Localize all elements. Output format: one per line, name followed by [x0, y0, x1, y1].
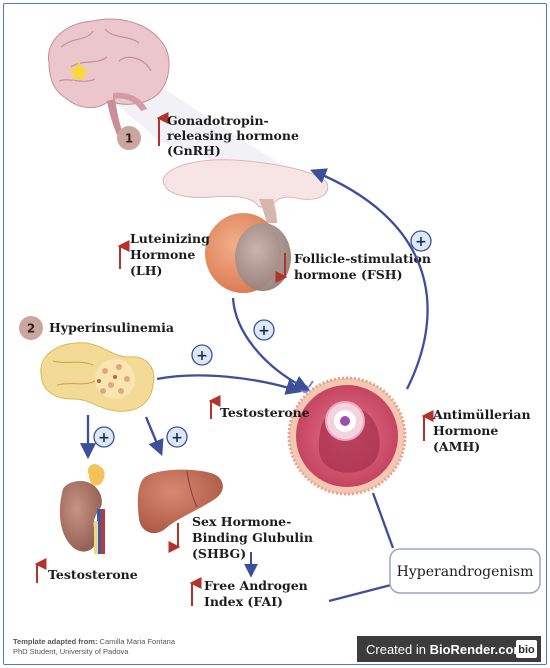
hyperandrogenism-label: Hyperandrogenism — [397, 564, 534, 580]
testosterone-adrenal-label: Testosterone — [48, 567, 138, 582]
pituitary-illustration — [162, 159, 329, 293]
svg-text:+: + — [258, 323, 270, 339]
fsh-label-line1: Follicle-stimulation — [294, 251, 431, 266]
amh-label-line3: (AMH) — [433, 439, 480, 454]
badge-step-2: 2 — [19, 316, 43, 340]
biorender-banner[interactable]: Created in BioRender.com bio — [357, 636, 541, 662]
amh-label-line1: Antimüllerian — [432, 407, 531, 422]
lh-label-line2: Hormone — [130, 247, 195, 262]
fai-label-line1: Free Androgen — [204, 578, 308, 593]
template-credit: Template adapted from: Camilla Maria Fon… — [13, 637, 176, 646]
amh-to-hypothalamus-arrow — [310, 168, 429, 390]
svg-text:+: + — [98, 430, 110, 446]
pituitary-to-ovary-arrow — [231, 297, 310, 391]
plus-icon: + — [191, 344, 213, 366]
liver-illustration — [137, 469, 223, 534]
biorender-logo-icon — [516, 640, 537, 658]
badge-2-label: 2 — [27, 322, 35, 336]
lh-label-line1: Luteinizing — [130, 231, 210, 246]
svg-text:+: + — [415, 234, 427, 250]
biorender-banner-text: Created in BioRender.com — [366, 642, 525, 657]
plus-icon: + — [166, 426, 188, 448]
pancreas-to-liver-arrow — [144, 416, 164, 456]
pancreas-illustration — [40, 342, 155, 412]
plus-icon: + — [93, 426, 115, 448]
plus-icon: + — [253, 319, 275, 341]
pcos-diagram: 1 Gonadotropin- releasing hormone (GnRH)… — [13, 18, 541, 662]
pancreas-to-ovary-arrow — [156, 374, 303, 395]
hyperandrogenism-box: Hyperandrogenism — [389, 548, 541, 594]
gnrh-label-line2: releasing hormone — [167, 128, 299, 143]
badge-step-1: 1 — [117, 126, 141, 150]
gnrh-label-line1: Gonadotropin- — [167, 113, 269, 128]
diagram-frame: 1 Gonadotropin- releasing hormone (GnRH)… — [3, 3, 547, 665]
shbg-label-line1: Sex Hormone- — [192, 514, 291, 529]
biorender-logo-text: bio — [518, 644, 535, 656]
amh-label-line2: Hormone — [433, 423, 498, 438]
ovary-illustration — [287, 376, 407, 496]
fai-label-line2: Index (FAI) — [204, 594, 283, 609]
kidney-illustration — [59, 464, 105, 554]
shbg-label-line3: (SHBG) — [192, 546, 246, 561]
fsh-label-line2: hormone (FSH) — [294, 267, 403, 282]
shbg-label-line2: Binding Glubulin — [192, 530, 313, 545]
testosterone-ovary-label: Testosterone — [220, 405, 310, 420]
badge-1-label: 1 — [125, 132, 133, 146]
plus-icon: + — [410, 230, 432, 252]
ovary-to-hyperandrogenism-line — [371, 492, 395, 549]
lh-label-line3: (LH) — [130, 263, 162, 278]
gnrh-label-line3: (GnRH) — [167, 143, 221, 158]
template-credit-role: PhD Student, University of Padova — [13, 647, 129, 656]
svg-text:+: + — [196, 348, 208, 364]
fai-to-hyperandrogenism-line — [328, 583, 392, 603]
hyperinsulinemia-label: Hyperinsulinemia — [49, 320, 174, 335]
svg-text:+: + — [171, 430, 183, 446]
brain-illustration — [48, 18, 319, 193]
